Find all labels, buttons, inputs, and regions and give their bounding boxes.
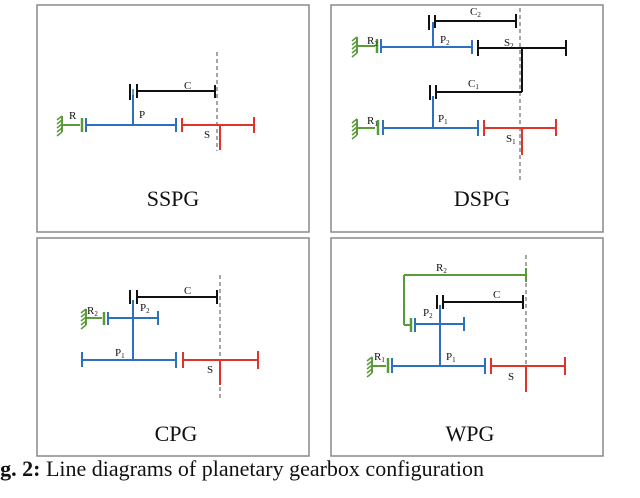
sun-gear: [182, 351, 259, 385]
label-c: C: [184, 80, 191, 92]
panel-title: SSPG: [147, 186, 200, 211]
label-p2: P2: [440, 34, 450, 47]
label-r1: R1: [374, 351, 385, 364]
label-r2: R2: [87, 305, 98, 318]
carrier-2: [428, 14, 517, 30]
panel-title: DSPG: [454, 186, 510, 211]
label-r2: R2: [367, 35, 378, 48]
label-c1: C1: [468, 78, 479, 91]
sun-gear-1: [483, 119, 557, 155]
label-r1: R1: [367, 115, 378, 128]
planet-gear-2: [414, 305, 465, 366]
ring-gear-2: [80, 308, 106, 330]
label-p1: P1: [115, 347, 125, 360]
caption-prefix: ig. 2:: [0, 456, 41, 481]
label-p2: P2: [423, 307, 433, 320]
label-r: R: [69, 110, 77, 122]
label-s: S: [207, 364, 213, 376]
panel-frame: [36, 4, 310, 233]
label-p1: P1: [446, 351, 456, 364]
label-s: S: [204, 129, 210, 141]
label-p: P: [139, 109, 145, 121]
planet-gear-1: [391, 358, 486, 374]
panel-dspg: R2 P2 C2 S2 C1 R1 P1 S1 DSPG: [330, 4, 604, 233]
ring-gear: [56, 115, 84, 137]
label-c2: C2: [470, 6, 481, 19]
label-p2: P2: [140, 302, 150, 315]
panel-frame: [36, 237, 310, 457]
figure-caption: ig. 2: Line diagrams of planetary gearbo…: [0, 455, 640, 483]
planet-gear-1: [382, 96, 479, 136]
label-s2: S2: [504, 37, 514, 50]
panel-cpg: R2 P2 C P1 S CPG: [36, 237, 310, 457]
label-c: C: [184, 285, 191, 297]
panel-title: CPG: [155, 421, 198, 446]
caption-text: Line diagrams of planetary gearbox confi…: [40, 456, 484, 481]
ring-gear-1: [366, 356, 390, 378]
label-r2: R2: [436, 262, 447, 275]
panel-frame: [330, 237, 604, 457]
ring-gear-2: [403, 268, 527, 332]
planet-gear-2: [380, 22, 473, 54]
sun-gear: [181, 117, 255, 150]
panel-wpg: R2 C P2 R1 P1 S WPG: [330, 237, 604, 457]
shaft-s2: [477, 40, 567, 92]
ring-gear-1: [351, 118, 380, 140]
carrier: [129, 290, 218, 304]
panel-frame: [330, 4, 604, 233]
carrier: [129, 84, 216, 100]
label-c: C: [493, 289, 500, 301]
panel-sspg: R P C S SSPG: [36, 4, 310, 233]
label-s1: S1: [506, 133, 516, 146]
label-s: S: [508, 371, 514, 383]
planet-gear-1: [81, 300, 177, 368]
sun-gear: [490, 357, 566, 392]
planet-gear: [85, 89, 177, 132]
panel-title: WPG: [446, 421, 495, 446]
ring-gear-2: [351, 36, 379, 58]
carrier: [436, 295, 524, 309]
carrier-1: [429, 85, 522, 100]
label-p1: P1: [438, 113, 448, 126]
